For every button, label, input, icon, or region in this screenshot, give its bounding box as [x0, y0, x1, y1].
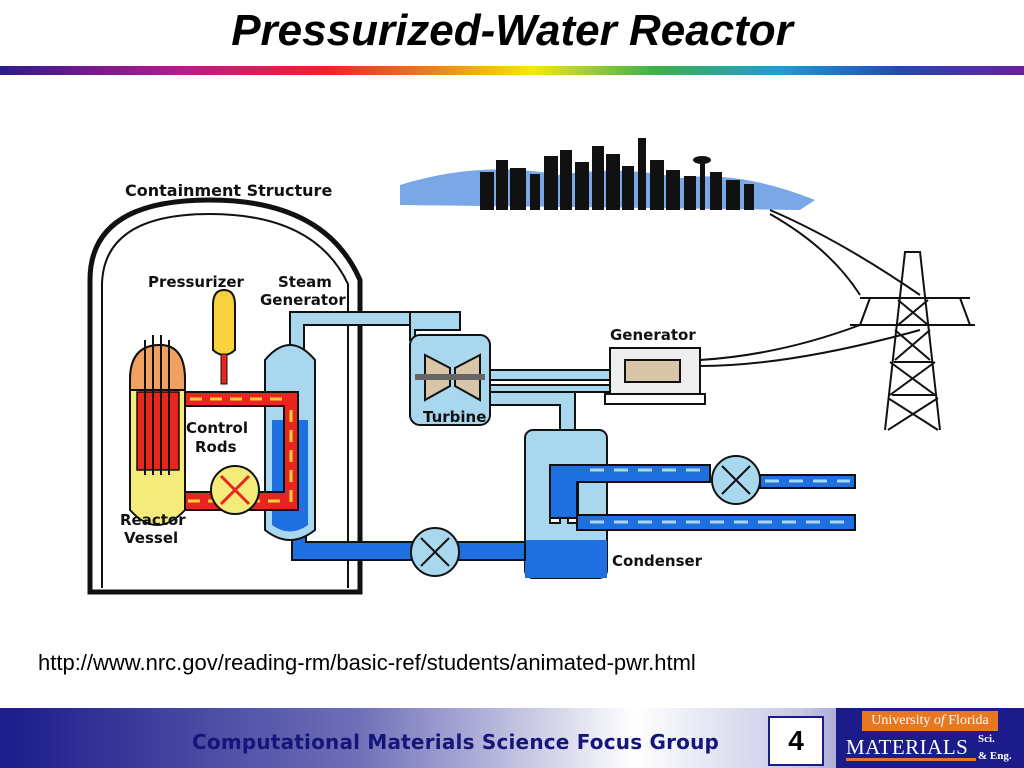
- rainbow-divider: [0, 66, 1024, 75]
- condenser-label: Condenser: [612, 552, 703, 570]
- sci-label: Sci.: [978, 733, 995, 745]
- turbine-label: Turbine: [423, 408, 486, 426]
- turbine: [409, 334, 491, 426]
- feedwater-loop: [291, 524, 526, 577]
- pwr-diagram: Containment Structure: [87, 138, 975, 595]
- pressurizer: [212, 288, 236, 385]
- reactor-vessel-label-1: Reactor: [120, 511, 186, 529]
- cooling-water-loop: [549, 455, 856, 531]
- logo-underline: [846, 758, 976, 761]
- reactor-vessel: [129, 335, 186, 526]
- generator: [604, 347, 706, 405]
- steam-generator-label-2: Generator: [260, 291, 346, 309]
- containment-structure: [87, 197, 363, 595]
- control-rods-label-2: Rods: [195, 438, 237, 456]
- control-rods-label-1: Control: [186, 419, 248, 437]
- steam-generator-label-1: Steam: [278, 273, 332, 291]
- source-url[interactable]: http://www.nrc.gov/reading-rm/basic-ref/…: [38, 650, 696, 675]
- transmission-tower: [699, 209, 975, 431]
- eng-label: & Eng.: [978, 750, 1012, 762]
- slide-title: Pressurized-Water Reactor: [231, 6, 793, 55]
- materials-label: MATERIALS: [846, 735, 969, 759]
- footer-group-name: Computational Materials Science Focus Gr…: [192, 730, 720, 754]
- containment-label: Containment Structure: [125, 181, 332, 200]
- reactor-vessel-label-2: Vessel: [124, 529, 178, 547]
- pressurizer-label: Pressurizer: [148, 273, 245, 291]
- city-skyline: [400, 138, 815, 210]
- generator-label: Generator: [610, 326, 696, 344]
- university-of-florida-label: University of Florida: [862, 711, 998, 731]
- page-number: 4: [768, 716, 824, 766]
